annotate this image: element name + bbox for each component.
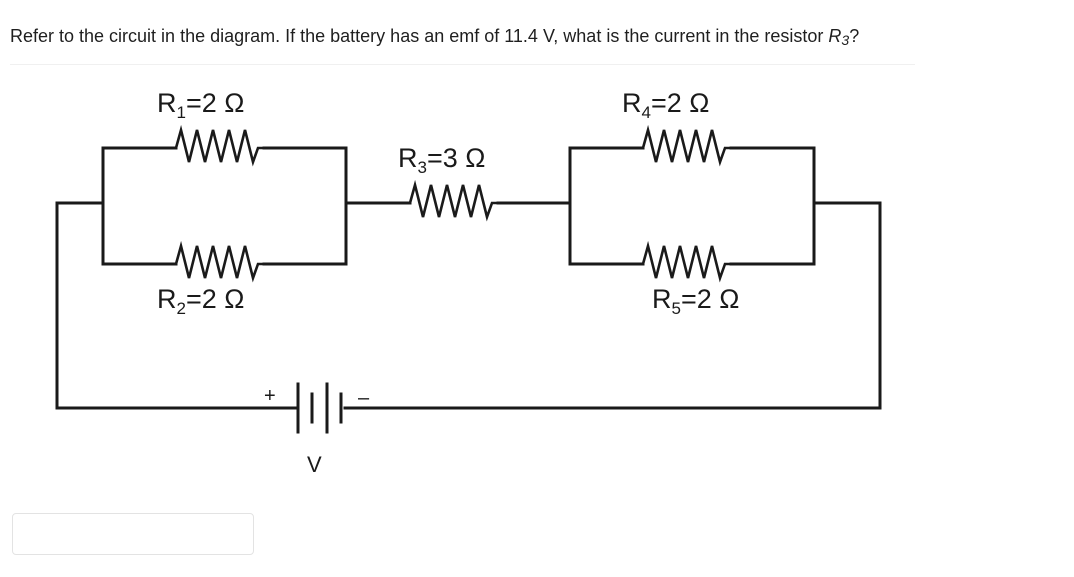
resistor-r1-symbol [174, 124, 264, 167]
wire-outer-loop [55, 201, 882, 410]
battery-negative-label: – [358, 387, 370, 409]
answer-input[interactable] [12, 513, 254, 555]
resistor-r4-label: R4=2 Ω [622, 88, 709, 122]
question-end: ? [849, 26, 860, 46]
wire-left-block [101, 146, 348, 266]
divider [10, 64, 915, 65]
question-resistor-sub: 3 [841, 32, 850, 48]
resistor-r5-label: R5=2 Ω [652, 284, 739, 318]
resistor-r2-label: R2=2 Ω [157, 284, 244, 318]
question-resistor-letter: R [828, 26, 842, 46]
resistor-r2-symbol [174, 240, 264, 283]
resistor-r3-label: R3=3 Ω [398, 143, 485, 177]
battery-positive-label: + [264, 385, 276, 407]
question-body: Refer to the circuit in the diagram. If … [10, 26, 829, 46]
resistor-r5-symbol [641, 240, 731, 283]
question-text: Refer to the circuit in the diagram. If … [10, 26, 859, 48]
resistor-r1-label: R1=2 Ω [157, 88, 244, 122]
wire-right-block [568, 146, 816, 266]
battery-label: V [307, 452, 322, 477]
battery-symbol: + – V [264, 382, 370, 477]
resistor-r4-symbol [641, 124, 731, 167]
resistor-r3-symbol [408, 179, 498, 222]
